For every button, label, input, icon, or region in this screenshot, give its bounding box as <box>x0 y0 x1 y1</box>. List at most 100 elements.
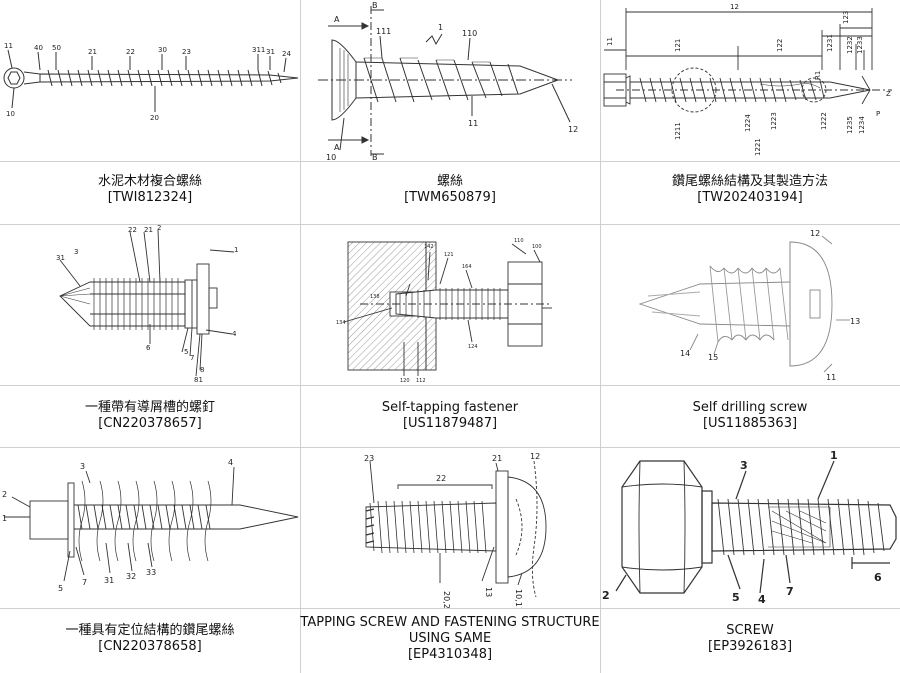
patent-card[interactable]: 11 40 50 21 22 30 23 311 31 24 10 20 水泥木… <box>0 0 300 224</box>
patent-number: [CN220378657] <box>98 416 202 431</box>
patent-drawing: 12 13 14 15 11 <box>600 224 900 385</box>
patent-number: [TWI812324] <box>107 190 193 205</box>
part-label: 124 <box>468 344 478 350</box>
patent-card[interactable]: 1 2 21 22 3 31 4 5 6 7 8 81 一種帶有導屑槽的螺釘 [… <box>0 224 300 447</box>
part-label: 123 <box>842 11 850 24</box>
part-label: 2 <box>2 490 7 499</box>
part-label: 21 <box>492 454 502 463</box>
patent-drawing: 11 40 50 21 22 30 23 311 31 24 10 20 <box>0 0 300 161</box>
part-label: 1 <box>438 23 443 32</box>
patent-title: Self drilling screw <box>692 400 808 415</box>
patent-title: 一種具有定位結構的鑽尾螺絲 <box>65 623 235 638</box>
part-label: 1 <box>2 514 7 523</box>
patent-caption: 水泥木材複合螺絲 [TWI812324] <box>0 174 300 206</box>
grid-divider <box>0 385 900 386</box>
patent-title: Self-tapping fastener <box>381 400 519 415</box>
patent-number: [US11885363] <box>702 416 798 431</box>
part-label: 31 <box>266 48 275 56</box>
part-label: 14 <box>680 349 690 358</box>
patent-number: [CN220378658] <box>98 639 202 654</box>
part-label: 33 <box>146 568 156 577</box>
patent-drawing: 12 11 121 122 123 1231 1232 1233 R1 1211… <box>600 0 900 161</box>
part-label: 5 <box>732 591 740 604</box>
grid-divider <box>0 447 900 448</box>
patent-drawing: 1 3 2 5 4 7 6 <box>600 447 900 608</box>
part-label: 2 <box>157 224 161 232</box>
part-label: 4 <box>232 330 237 338</box>
part-label: 20 <box>150 114 159 122</box>
patent-drawing: B A 1 111 110 A B 10 11 12 <box>300 0 600 161</box>
part-label: 1234 <box>858 116 866 134</box>
part-label: 11 <box>606 37 614 46</box>
part-label: 22 <box>128 226 137 234</box>
patent-drawing: 3 4 2 1 5 7 31 32 33 <box>0 447 300 608</box>
patent-card[interactable]: 23 22 21 12 20,25 13 10,11 TAPPING SCREW… <box>300 447 600 673</box>
part-label: 111 <box>376 27 391 36</box>
part-label: 121 <box>444 252 454 258</box>
patent-card[interactable]: 12 11 121 122 123 1231 1232 1233 R1 1211… <box>600 0 900 224</box>
part-label: 1231 <box>826 34 834 52</box>
part-label: 21 <box>88 48 97 56</box>
part-label: 122 <box>776 39 784 52</box>
part-label: 7 <box>82 578 87 587</box>
part-label: 5 <box>184 348 188 356</box>
part-label: 3 <box>740 459 748 472</box>
patent-caption: Self-tapping fastener [US11879487] <box>300 400 600 432</box>
part-label: 31 <box>56 254 65 262</box>
part-label: B <box>372 1 378 10</box>
part-label: 164 <box>462 264 472 270</box>
part-label: 100 <box>532 244 542 250</box>
part-label: 311 <box>252 46 265 54</box>
part-label: 120 <box>400 378 410 384</box>
part-label: 22 <box>126 48 135 56</box>
part-label: 6 <box>146 344 151 352</box>
part-label: 1223 <box>770 112 778 130</box>
part-label: 13 <box>484 587 493 597</box>
part-label: 134 <box>336 320 346 326</box>
patent-caption: 鑽尾螺絲結構及其製造方法 [TW202403194] <box>600 174 900 206</box>
part-label: 30 <box>158 46 167 54</box>
part-label: 112 <box>416 378 426 384</box>
part-label: 50 <box>52 44 61 52</box>
patent-caption: Self drilling screw [US11885363] <box>600 400 900 432</box>
patent-card[interactable]: B A 1 111 110 A B 10 11 12 螺絲 [TWM650879… <box>300 0 600 224</box>
part-label: 11 <box>4 42 13 50</box>
part-label: 12 <box>530 452 540 461</box>
part-label: 2 <box>602 589 610 602</box>
patent-title: 鑽尾螺絲結構及其製造方法 <box>671 174 828 189</box>
part-label: 12 <box>568 125 578 134</box>
patent-title: 螺絲 <box>436 174 463 189</box>
part-label: 7 <box>190 354 194 362</box>
part-label: 32 <box>126 572 136 581</box>
part-label: 1211 <box>674 122 682 140</box>
part-label: 13 <box>850 317 860 326</box>
part-label: 121 <box>674 39 682 52</box>
part-label: 11 <box>468 119 478 128</box>
patent-card[interactable]: 3 4 2 1 5 7 31 32 33 一種具有定位結構的鑽尾螺絲 [CN22… <box>0 447 300 673</box>
patent-number: [TWM650879] <box>404 190 496 205</box>
part-label: 1 <box>234 246 238 254</box>
patent-number: [EP3926183] <box>707 639 793 654</box>
part-label: 142 <box>424 244 434 250</box>
part-label: 23 <box>182 48 191 56</box>
part-label: 11 <box>826 373 836 382</box>
part-label: R1 <box>814 71 822 80</box>
patent-number: [TW202403194] <box>697 190 803 205</box>
part-label: 40 <box>34 44 43 52</box>
part-label: 20,25 <box>442 591 451 608</box>
patent-number: [US11879487] <box>402 416 498 431</box>
patent-card[interactable]: 110 100 142 121 134 138 120 112 164 124 … <box>300 224 600 447</box>
part-label: Z <box>886 90 891 98</box>
patent-card[interactable]: 1 3 2 5 4 7 6 SCREW [EP3926183] <box>600 447 900 673</box>
patent-card[interactable]: 12 13 14 15 11 Self drilling screw [US11… <box>600 224 900 447</box>
part-label: B <box>372 153 378 161</box>
patent-drawing: 110 100 142 121 134 138 120 112 164 124 <box>300 224 600 385</box>
patent-title: 一種帶有導屑槽的螺釘 <box>84 400 215 415</box>
part-label: 138 <box>370 294 380 300</box>
part-label: 12 <box>730 3 739 11</box>
part-label: 21 <box>144 226 153 234</box>
patent-caption: TAPPING SCREW AND FASTENING STRUCTURE US… <box>300 615 600 663</box>
part-label: 1221 <box>754 138 762 156</box>
patent-caption: 一種帶有導屑槽的螺釘 [CN220378657] <box>0 400 300 432</box>
